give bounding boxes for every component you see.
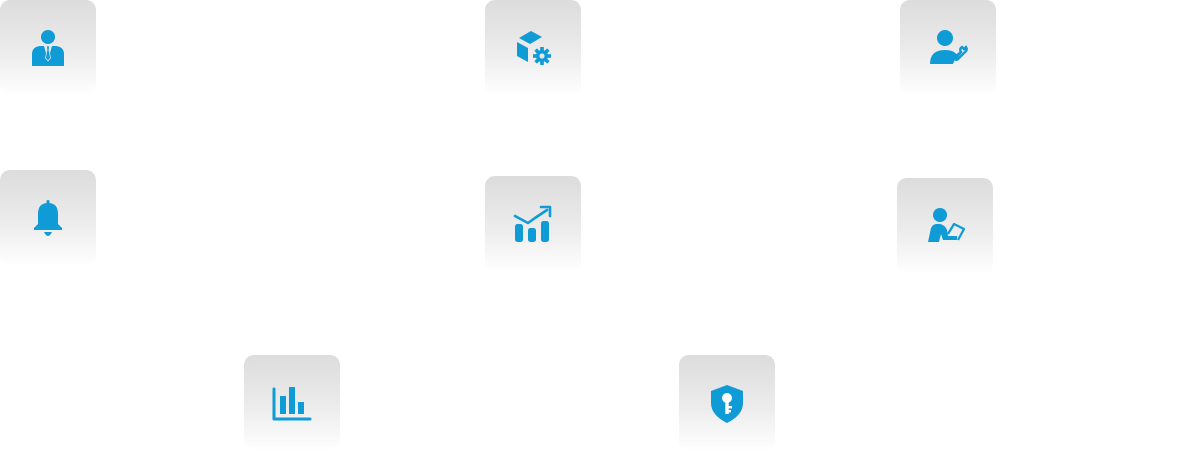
tile-bell[interactable] xyxy=(0,170,96,266)
tile-bar-chart[interactable] xyxy=(244,355,340,451)
bell-icon xyxy=(26,196,70,240)
businessman-icon xyxy=(26,26,70,70)
tile-shield-key[interactable] xyxy=(679,355,775,451)
tile-user-tablet[interactable] xyxy=(897,178,993,274)
trend-chart-icon xyxy=(511,202,555,246)
tile-trend-chart[interactable] xyxy=(485,176,581,272)
tile-user-wrench[interactable] xyxy=(900,0,996,96)
user-wrench-icon xyxy=(926,26,970,70)
tile-businessman[interactable] xyxy=(0,0,96,96)
user-tablet-icon xyxy=(923,204,967,248)
shield-key-icon xyxy=(705,381,749,425)
tile-cube-gear[interactable] xyxy=(485,0,581,96)
cube-gear-icon xyxy=(511,26,555,70)
bar-chart-icon xyxy=(270,381,314,425)
